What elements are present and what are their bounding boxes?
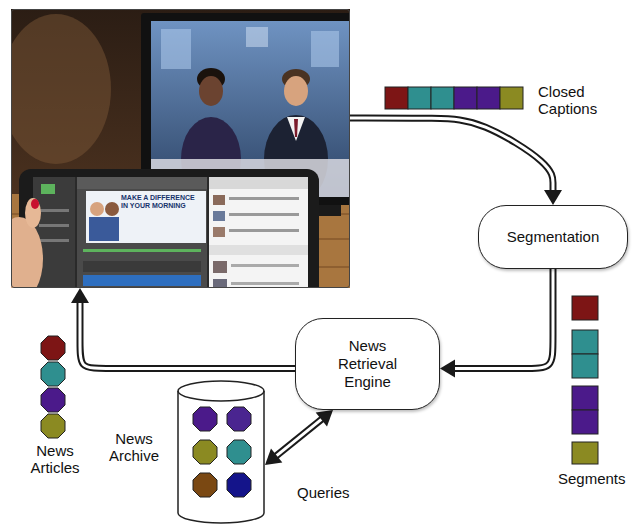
box-label: Segmentation [507, 228, 600, 246]
double-arrow [71, 288, 295, 369]
connector-outline [275, 418, 323, 457]
cylinder-body [178, 391, 264, 523]
arrow-head [316, 410, 333, 426]
article-octagons [41, 336, 65, 438]
double-arrow [265, 410, 333, 465]
box-label: News Retrieval Engine [322, 337, 414, 391]
connector-core [453, 269, 553, 369]
process-box: News Retrieval Engine [295, 318, 440, 410]
segment-stack [572, 296, 598, 464]
stream-label: News Articles [20, 442, 90, 477]
arrow-head [71, 288, 89, 303]
photo-illustration [11, 9, 350, 288]
connector-core [80, 301, 295, 369]
arrow-head [544, 190, 562, 205]
arrow-head [265, 449, 282, 465]
database-cylinder: News Archive [177, 380, 265, 524]
connector-core [350, 118, 553, 192]
cylinder-outline [177, 380, 265, 524]
store-label: News Archive [97, 430, 171, 465]
connector-outline [350, 118, 553, 192]
connector-outline [453, 269, 553, 369]
cylinder-top [178, 381, 264, 401]
double-arrow [350, 118, 562, 205]
photo-panel: MAKE A DIFFERENCE IN YOUR MORNING [11, 9, 350, 288]
stream-label: Segments [558, 470, 630, 487]
stream-label: Closed Captions [538, 83, 630, 118]
connector-outline [80, 301, 295, 369]
archive-octagons [193, 407, 251, 497]
process-box: Segmentation [478, 205, 628, 269]
edge-label: Queries [297, 484, 350, 501]
screen-headline: MAKE A DIFFERENCE IN YOUR MORNING [121, 194, 203, 210]
connector-core [275, 418, 323, 457]
double-arrow [440, 269, 553, 378]
arrow-head [440, 360, 455, 378]
caption-stream [385, 87, 523, 109]
